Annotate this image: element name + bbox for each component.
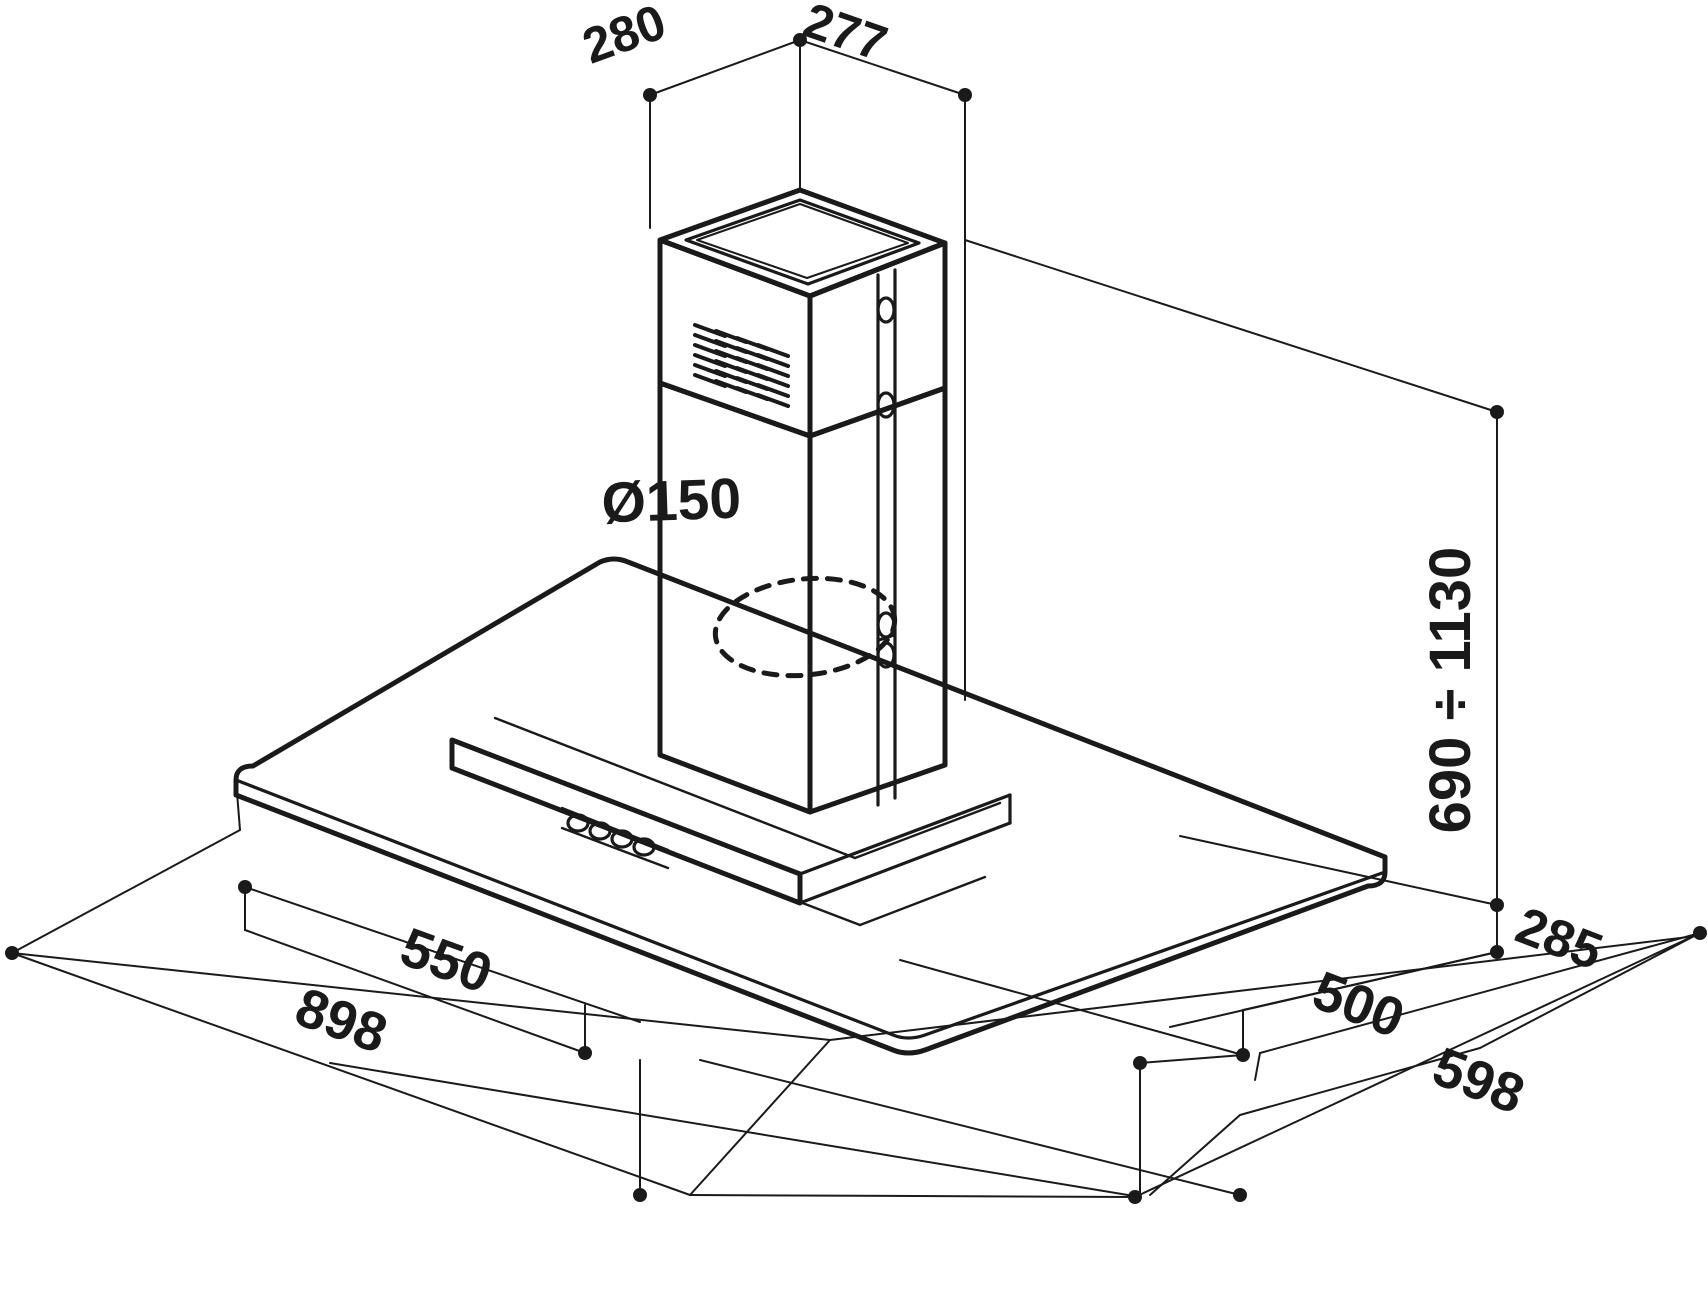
- control-button-3[interactable]: [610, 829, 634, 849]
- chimney-body-left: [657, 380, 813, 815]
- dim-label-598: 598: [1425, 1035, 1533, 1126]
- chimney-top-inner-rim2: [696, 203, 909, 279]
- dim-endpoint-dot: [793, 33, 807, 47]
- dim-label-550: 550: [393, 915, 500, 1005]
- chimney-stack: [657, 187, 948, 815]
- dim-label-277: 277: [797, 0, 894, 72]
- dim-label-280: 280: [575, 0, 673, 75]
- dim-285-group: [1179, 835, 1504, 912]
- top-right-projection: [964, 239, 1504, 419]
- control-button-2[interactable]: [588, 821, 612, 841]
- dim-500-group: [899, 951, 1498, 1062]
- chimney-top-inner-rim: [684, 198, 921, 286]
- chimney-body-right: [807, 385, 948, 815]
- strip-hole-icon: [876, 391, 896, 419]
- dim-598-group: [699, 926, 1707, 1202]
- canopy-top-surface: [234, 778, 1387, 1040]
- canopy-front-face: [449, 737, 803, 906]
- dim-label-898: 898: [288, 975, 395, 1065]
- dim-endpoint-dot: [1128, 1190, 1142, 1204]
- dim-endpoint-dot: [1490, 898, 1504, 912]
- top-dimension-group: [643, 33, 972, 701]
- dim-label-d150: Ø150: [601, 467, 743, 536]
- vent-grille: [693, 323, 790, 408]
- duct-outlet-ellipse: [712, 575, 898, 679]
- canopy-plate: [233, 556, 1388, 1056]
- canopy-outer-edge: [233, 556, 1388, 1056]
- dim-endpoint-dot: [958, 88, 972, 102]
- dim-label-height-range: 690 ÷ 1130: [1418, 547, 1483, 834]
- canopy-body: [449, 716, 1012, 927]
- control-button-1[interactable]: [566, 813, 590, 833]
- dim-endpoint-dot: [643, 88, 657, 102]
- dim-label-285: 285: [1508, 897, 1610, 982]
- control-panel[interactable]: [560, 806, 670, 870]
- side-strip: [876, 268, 897, 807]
- strip-hole-icon: [876, 611, 896, 639]
- left-construction-lines: [5, 779, 1141, 1202]
- strip-hole-icon: [876, 296, 896, 324]
- floor-projection: [11, 932, 1706, 1204]
- control-panel-lower-edge: [560, 826, 670, 870]
- control-button-4[interactable]: [632, 837, 656, 857]
